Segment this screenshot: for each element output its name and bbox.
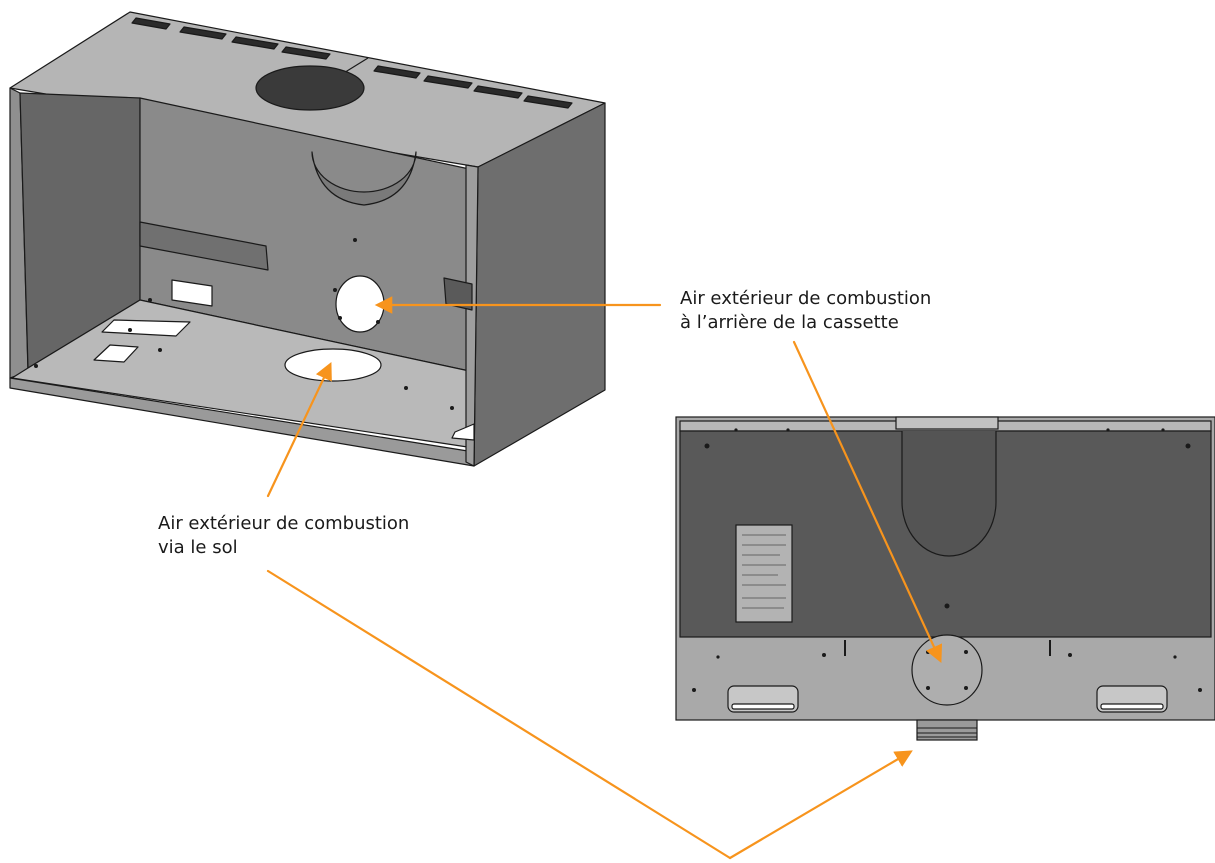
right-mounting-bracket: [443, 277, 473, 311]
cassette-rear-view: [675, 416, 1215, 741]
spigot-ribs: [917, 727, 977, 738]
arrow-floor-long-leg: [266, 569, 732, 860]
callout-rear-air: Air extérieur de combustion à l’arrière …: [680, 287, 931, 335]
rear-rect-opening: [171, 279, 213, 307]
top-flue-opening: [255, 65, 365, 111]
rating-plate-lines: [742, 534, 786, 609]
rear-view-top-center-tab: [895, 416, 999, 430]
arrow-floor-to-spigot: [728, 750, 913, 860]
floor-left-opening: [101, 319, 191, 337]
rear-view-flue-cutout: [901, 431, 997, 557]
arrow-floor-to-3d-inlet: [266, 362, 332, 498]
rear-flue-collar: [311, 151, 417, 206]
bottom-air-spigot: [916, 719, 978, 741]
top-vent-slots: [131, 17, 573, 109]
callout-rear-air-line2: à l’arrière de la cassette: [680, 312, 899, 333]
rating-plate: [735, 524, 793, 623]
arrow-rear-to-panel-inlet: [792, 340, 943, 663]
housing-front-upright: [465, 164, 479, 467]
callout-floor-air: Air extérieur de combustion via le sol: [158, 512, 409, 560]
rear-view-slots: [844, 640, 1051, 656]
housing-screws: [34, 238, 454, 410]
callout-floor-air-line1: Air extérieur de combustion: [158, 513, 410, 534]
floor-air-inlet: [284, 348, 382, 382]
cassette-housing-3d: [9, 11, 606, 467]
callout-arrows: [266, 296, 943, 860]
right-handle-grip: [1100, 703, 1164, 710]
left-handle-grip: [731, 703, 795, 710]
callout-rear-air-line1: Air extérieur de combustion: [680, 288, 932, 309]
callout-floor-air-line2: via le sol: [158, 537, 238, 558]
left-mounting-bracket: [139, 221, 269, 271]
floor-small-opening: [93, 344, 139, 363]
rear-view-air-inlet: [911, 634, 983, 706]
rear-air-inlet: [335, 275, 385, 333]
floor-corner-opening: [451, 423, 475, 441]
